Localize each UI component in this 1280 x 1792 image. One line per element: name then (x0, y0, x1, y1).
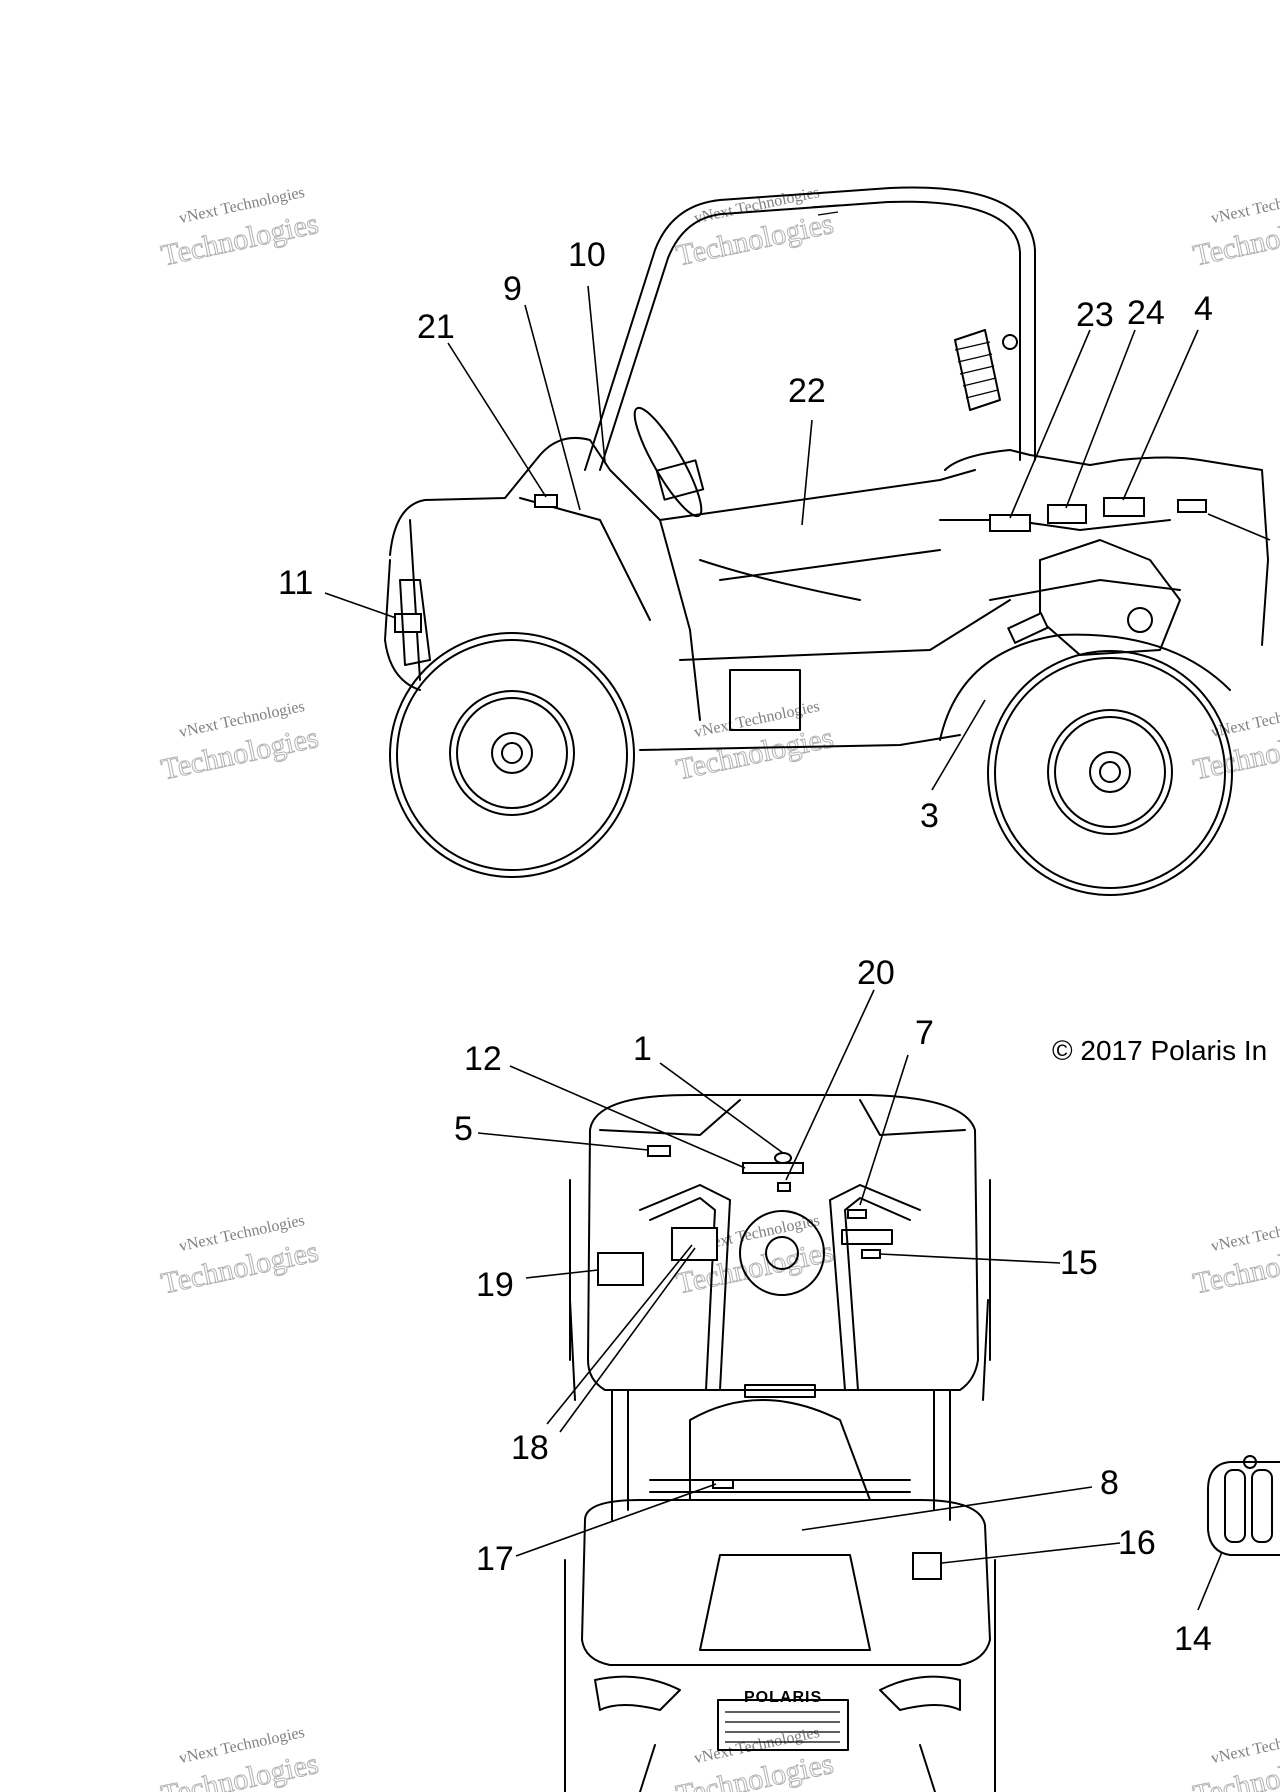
callout-8: 8 (1100, 1464, 1119, 1502)
callout-5: 5 (454, 1110, 473, 1148)
top-view-vehicle: POLARIS (564, 1094, 996, 1792)
callout-21: 21 (417, 308, 455, 346)
callout-23: 23 (1076, 296, 1114, 334)
partial-detail-view (1207, 1455, 1280, 1556)
callout-17: 17 (476, 1540, 514, 1578)
callout-4: 4 (1194, 290, 1213, 328)
callout-20: 20 (857, 954, 895, 992)
callout-19: 19 (476, 1266, 514, 1304)
top-view-leaders (477, 989, 1223, 1611)
callout-15: 15 (1060, 1244, 1098, 1282)
callout-11: 11 (278, 564, 313, 602)
callout-12: 12 (464, 1040, 502, 1078)
callout-18: 18 (511, 1429, 549, 1467)
callout-22: 22 (788, 372, 826, 410)
side-view-callouts: 21 9 10 22 23 24 4 11 3 (278, 236, 1213, 835)
callout-24: 24 (1127, 294, 1165, 332)
callout-10: 10 (568, 236, 606, 274)
callout-1: 1 (633, 1030, 652, 1068)
watermark-text: vNext Technologies (1210, 1212, 1280, 1255)
callout-16: 16 (1118, 1524, 1156, 1562)
side-view-vehicle (384, 186, 1269, 896)
side-view-leaders (324, 285, 1271, 791)
callout-3: 3 (920, 797, 939, 835)
callout-7: 7 (915, 1014, 934, 1052)
callout-9: 9 (503, 270, 522, 308)
callout-14: 14 (1174, 1620, 1212, 1658)
watermarks: vNext Technologies Technologies vNext Te… (158, 184, 1280, 1792)
watermark-text: vNext Technologies (1210, 1724, 1280, 1767)
top-view-callouts: 20 1 7 12 5 19 15 18 8 16 17 14 (454, 954, 1212, 1658)
watermark-text: vNext Technologies (1210, 184, 1280, 227)
brand-label: POLARIS (744, 1689, 822, 1706)
copyright-notice: © 2017 Polaris In (1052, 1035, 1267, 1066)
